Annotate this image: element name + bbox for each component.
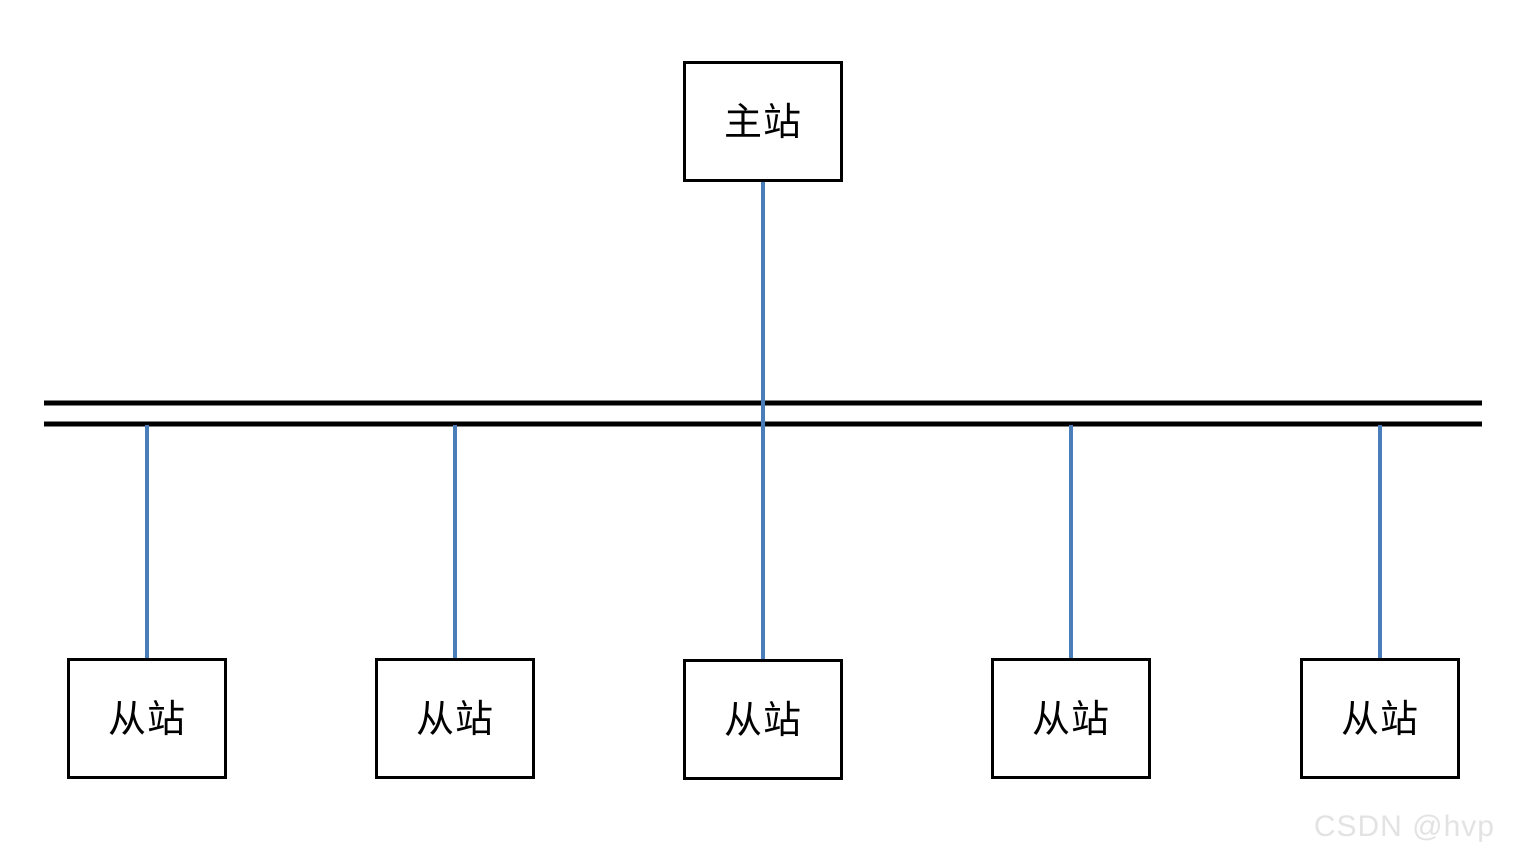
slave-station-box-4[interactable]: 从站 (991, 658, 1151, 779)
master-station-label: 主站 (723, 99, 802, 144)
slave-station-label-2: 从站 (415, 696, 494, 741)
slave-station-label-1: 从站 (107, 696, 186, 741)
slave-station-label-4: 从站 (1031, 696, 1110, 741)
slave-station-box-5[interactable]: 从站 (1300, 658, 1460, 779)
slave-station-label-5: 从站 (1340, 696, 1419, 741)
slave-station-box-1[interactable]: 从站 (67, 658, 227, 779)
master-station-box[interactable]: 主站 (683, 61, 843, 182)
slave-station-box-3[interactable]: 从站 (683, 659, 843, 780)
slave-station-label-3: 从站 (723, 697, 802, 742)
drop-connector-lines (145, 182, 1382, 660)
slave-station-box-2[interactable]: 从站 (375, 658, 535, 779)
watermark-label: CSDN @hvp (1313, 810, 1495, 843)
